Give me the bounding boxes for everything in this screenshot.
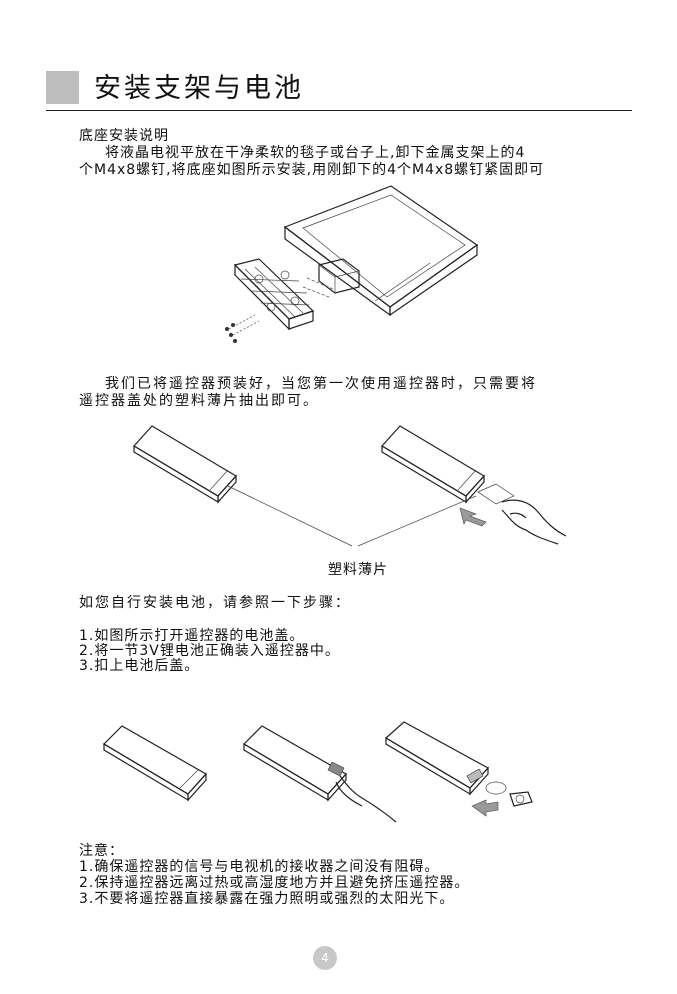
- stand-neck: [302, 258, 360, 298]
- notes-heading: 注意：: [79, 843, 124, 859]
- remote-film-illustration: [133, 425, 567, 547]
- battery-step-3: 3.扣上电池后盖。: [79, 658, 200, 674]
- plastic-film: [477, 483, 515, 505]
- page-title: 安装支架与电池: [94, 73, 304, 104]
- battery-remote-1: [103, 725, 207, 802]
- note-3: 3.不要将遥控器直接暴露在强力照明或强烈的太阳光下。: [79, 891, 455, 907]
- screws: [225, 314, 260, 343]
- remote-right: [381, 425, 485, 504]
- battery-intro: 如您自行安装电池，请参照一下步骤：: [79, 595, 351, 611]
- battery-remote-2: [243, 725, 397, 823]
- tv-body: [283, 185, 479, 317]
- cover-tab: [327, 761, 345, 777]
- stand-heading: 底座安装说明: [79, 128, 169, 144]
- battery-tray: [509, 791, 533, 807]
- battery-step-2: 2.将一节3V锂电池正确装入遥控器中。: [79, 643, 340, 659]
- film-label: 塑料薄片: [328, 562, 388, 578]
- header-square: [46, 71, 79, 104]
- hand-icon: [335, 775, 397, 823]
- stand-line-2: 个M4x8螺钉,将底座如图所示安装,用刚卸下的4个M4x8螺钉紧固即可: [79, 162, 545, 178]
- remote-line-1: 我们已将遥控器预装好，当您第一次使用遥控器时，只需要将: [105, 376, 537, 392]
- stand-line-1: 将液晶电视平放在干净柔软的毯子或台子上,卸下金属支架上的4: [105, 145, 526, 161]
- note-1: 1.确保遥控器的信号与电视机的接收器之间没有阻碍。: [79, 859, 440, 875]
- arrow-icon: [459, 507, 487, 527]
- stand-base: [233, 258, 315, 331]
- note-2: 2.保持遥控器远离过热或高湿度地方并且避免挤压遥控器。: [79, 875, 470, 891]
- coin-battery: [485, 781, 507, 795]
- battery-steps-illustration: [103, 721, 533, 823]
- hand-icon: [501, 499, 567, 545]
- battery-step-1: 1.如图所示打开遥控器的电池盖。: [79, 628, 305, 644]
- remote-line-2: 遥控器盖处的塑料薄片抽出即可。: [79, 393, 319, 409]
- remote-left: [133, 425, 237, 504]
- battery-remote-3: [384, 721, 533, 817]
- tv-stand-illustration: [225, 185, 479, 343]
- header-rule: [46, 110, 632, 111]
- page-number: 4: [313, 946, 337, 970]
- arrow-icon: [471, 799, 499, 817]
